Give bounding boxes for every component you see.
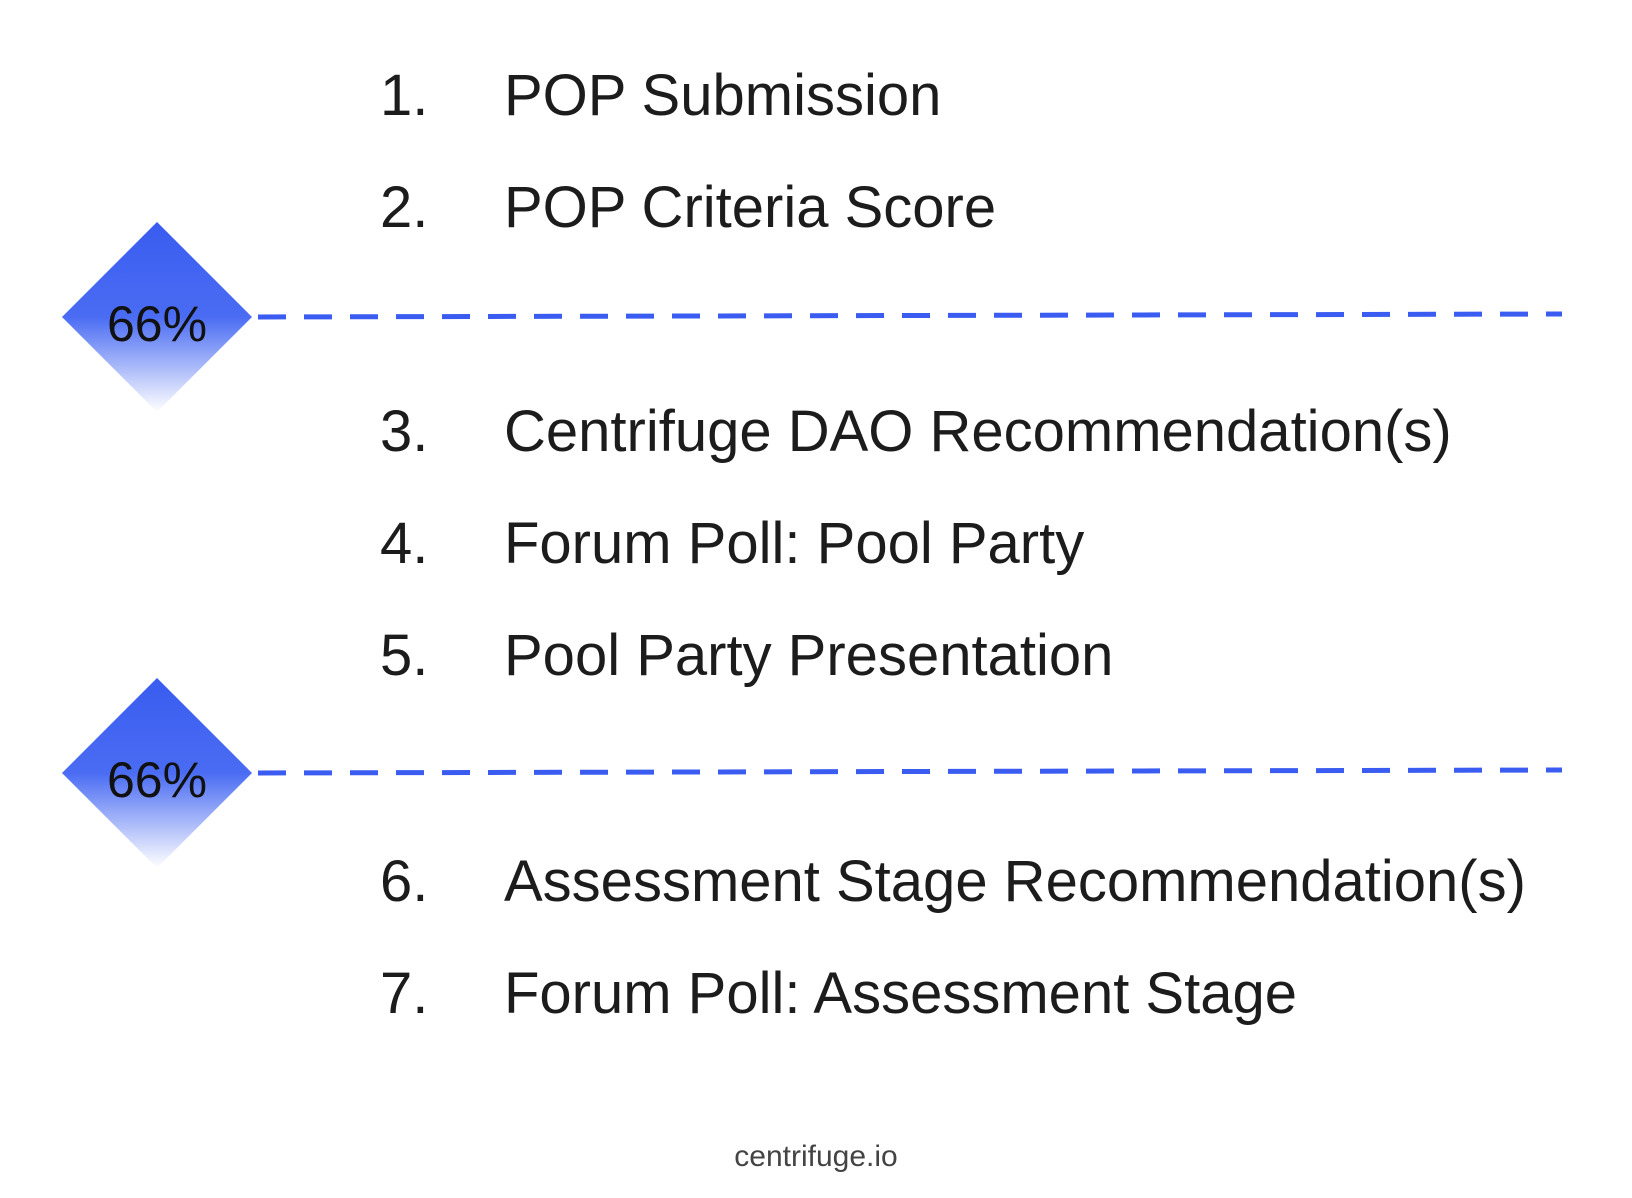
step-number: 7. xyxy=(380,961,429,1026)
step-number: 4. xyxy=(380,511,429,576)
step-label: Pool Party Presentation xyxy=(504,623,1114,688)
threshold-percentage: 66% xyxy=(106,752,208,808)
step-7: 7. Forum Poll: Assessment Stage xyxy=(380,958,1297,1030)
threshold-dashed-line xyxy=(257,767,1563,776)
step-label: POP Submission xyxy=(504,63,942,128)
threshold-1: 66% xyxy=(62,222,1563,422)
threshold-2: 66% xyxy=(62,678,1563,878)
step-2: 2. POP Criteria Score xyxy=(380,172,996,244)
diamond-marker xyxy=(62,222,252,412)
step-1: 1. POP Submission xyxy=(380,60,941,132)
step-4: 4. Forum Poll: Pool Party xyxy=(380,508,1084,580)
step-3: 3. Centrifuge DAO Recommendation(s) xyxy=(380,396,1452,468)
step-number: 3. xyxy=(380,399,429,464)
threshold-graphic xyxy=(62,222,1563,412)
step-number: 6. xyxy=(380,849,429,914)
step-label: Forum Poll: Pool Party xyxy=(504,511,1085,576)
step-label: Centrifuge DAO Recommendation(s) xyxy=(504,399,1452,464)
step-label: Assessment Stage Recommendation(s) xyxy=(504,849,1526,914)
step-number: 5. xyxy=(380,623,429,688)
threshold-graphic xyxy=(62,678,1563,868)
threshold-dashed-line xyxy=(257,311,1563,320)
step-label: Forum Poll: Assessment Stage xyxy=(504,961,1297,1026)
step-number: 1. xyxy=(380,63,429,128)
step-5: 5. Pool Party Presentation xyxy=(380,620,1113,692)
step-label: POP Criteria Score xyxy=(504,175,997,240)
step-6: 6. Assessment Stage Recommendation(s) xyxy=(380,846,1526,918)
footer-website: centrifuge.io xyxy=(734,1140,898,1173)
threshold-percentage: 66% xyxy=(106,296,208,352)
step-number: 2. xyxy=(380,175,429,240)
diamond-marker xyxy=(62,678,252,868)
